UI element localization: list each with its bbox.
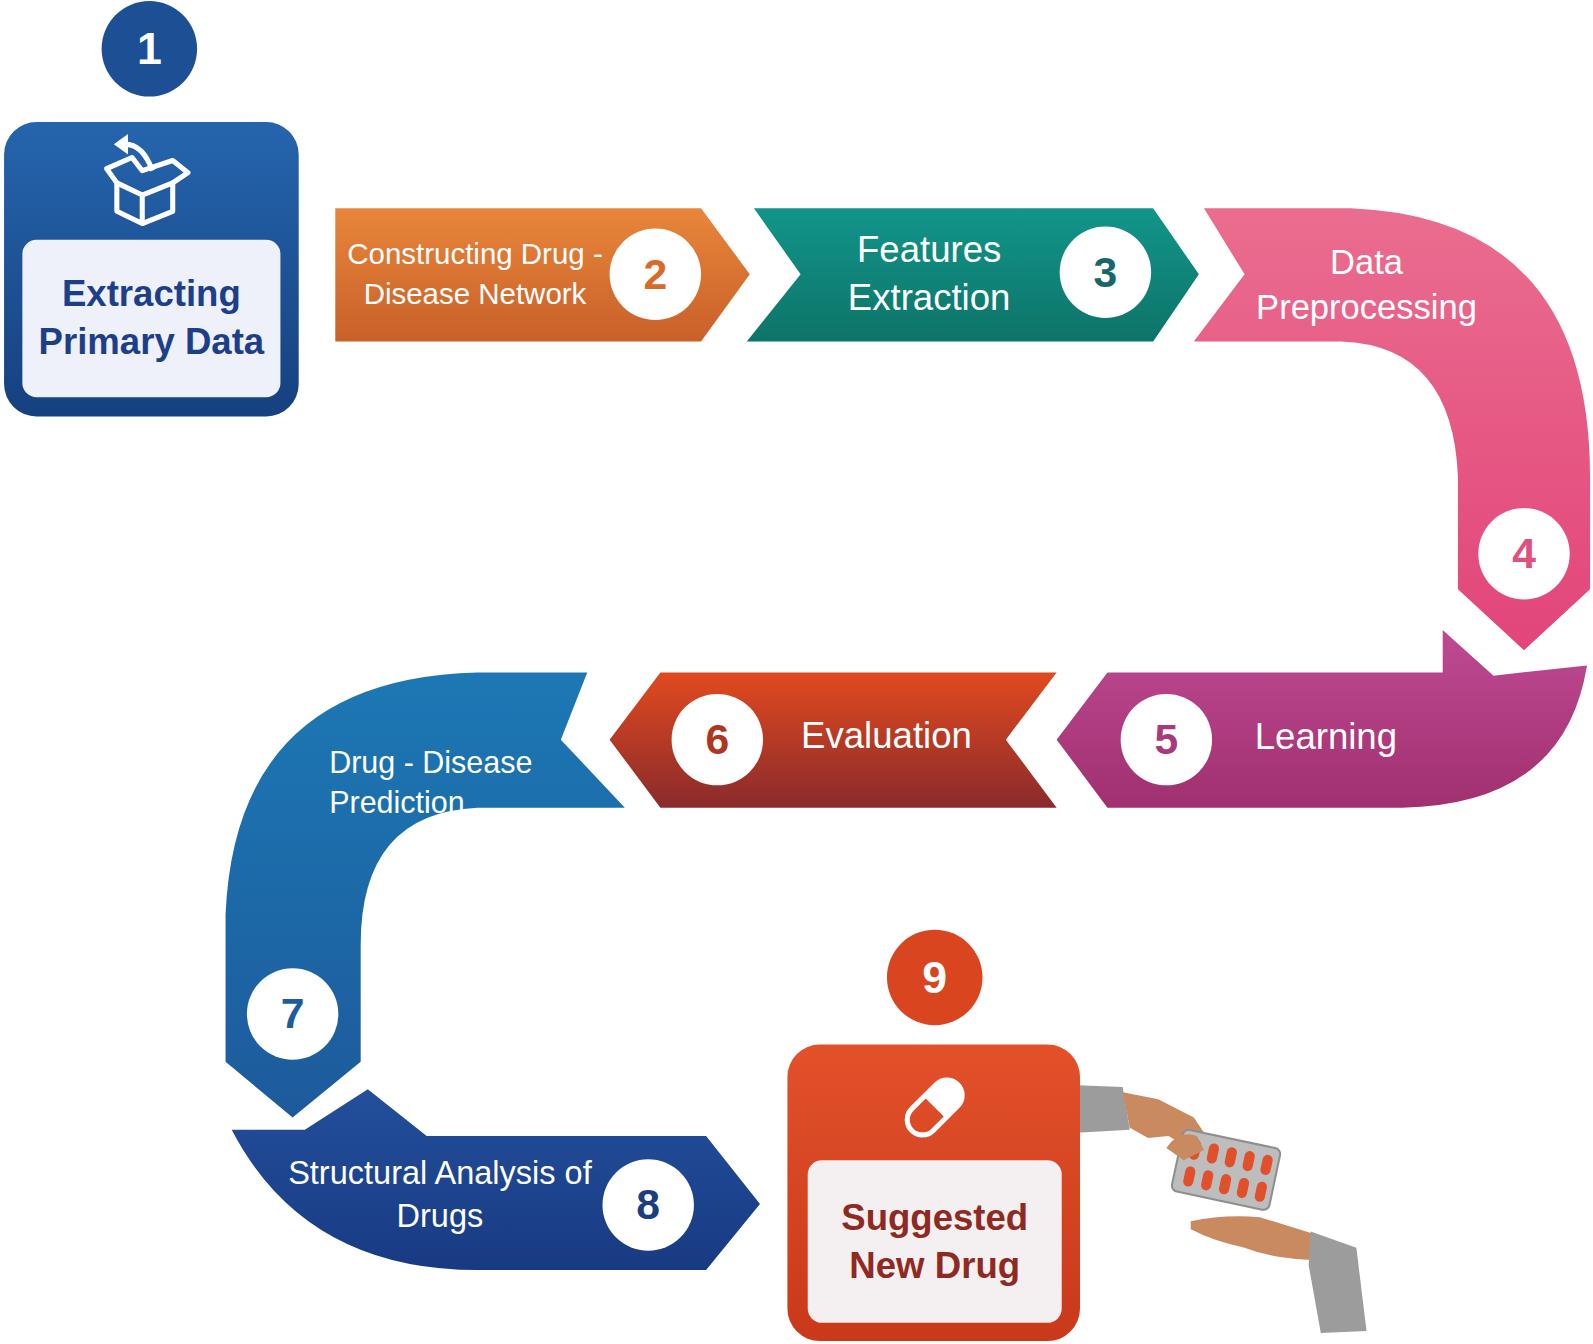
step-label: Data Preprocessing [1224, 229, 1508, 341]
step-node: Drug - Disease Prediction 7 [221, 668, 627, 1123]
step-label: Extracting Primary Data [28, 244, 274, 391]
callout-number: 1 [109, 13, 190, 84]
step-node: Constructing Drug - Disease Network2 [330, 203, 757, 345]
step-node: 1Extracting Primary Data [0, 0, 305, 422]
callout-number: 3 [1065, 237, 1146, 308]
step-shape [221, 668, 627, 1123]
step-node: 9Suggested New Drug [782, 925, 1087, 1344]
step-label: Evaluation [777, 699, 995, 772]
step-node: Evaluation 6 [605, 668, 1062, 813]
step-label: Drug - Disease Prediction [329, 737, 573, 828]
step-shape [742, 203, 1204, 345]
step-label: Structural Analysis of Drugs [272, 1144, 607, 1246]
step-node: Features Extraction3 [742, 203, 1204, 345]
callout-number: 4 [1483, 518, 1564, 589]
callout-number: 2 [615, 239, 696, 310]
callout-number: 7 [252, 978, 333, 1049]
step-shape [330, 203, 757, 345]
step-node: Structural Analysis of Drugs8 [226, 1085, 764, 1275]
step-node: Data Preprocessing 4 [1189, 203, 1593, 655]
step-label: Learning [1224, 701, 1427, 772]
receiving-hand [1191, 1216, 1367, 1333]
step-label: Suggested New Drug [813, 1168, 1057, 1315]
callout-number: 8 [608, 1169, 689, 1240]
callout-number: 5 [1126, 704, 1207, 775]
thumb [1166, 1134, 1204, 1160]
callout-number: 6 [677, 704, 758, 775]
callout-number: 9 [894, 942, 975, 1013]
step-node: Learning5 [1052, 622, 1593, 813]
step-label: Constructing Drug - Disease Network [345, 213, 604, 335]
step-label: Features Extraction [805, 218, 1054, 330]
